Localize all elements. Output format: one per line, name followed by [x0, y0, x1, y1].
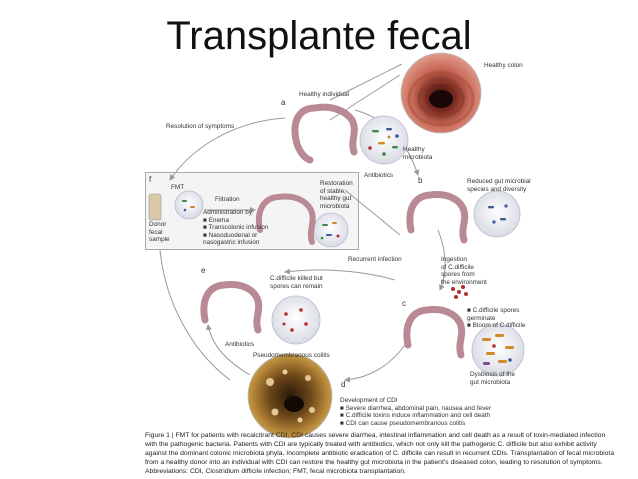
- slide-title: Transplante fecal: [166, 14, 472, 58]
- letter-f: f: [149, 175, 152, 184]
- label-development: Development of CDI ■ Severe diarrhea, ab…: [340, 397, 491, 427]
- colon-treated: [200, 281, 263, 334]
- donor-sample-dish: [174, 190, 204, 220]
- colon-fmt: [256, 193, 316, 245]
- pseudomembranous-photo: [247, 353, 333, 439]
- label-antibiotics-left: Antibiotics: [225, 341, 255, 348]
- letter-d: d: [341, 380, 346, 389]
- figure-caption: Figure 1 | FMT for patients with recalci…: [145, 432, 615, 475]
- fmt-tube: [148, 193, 256, 221]
- reduced-microbiota-dish: [473, 190, 521, 238]
- label-dysbiosis: Dysbiosis of the gut microbiota: [470, 371, 516, 386]
- label-pseudo: Pseudomembranous colitis: [253, 352, 330, 359]
- restoration-dish: [313, 212, 349, 248]
- label-fmt: FMT: [171, 184, 185, 191]
- label-recurrent: Recurrent infection: [348, 256, 402, 263]
- colon-healthy: [291, 103, 358, 164]
- label-healthy-individual: Healthy individual: [299, 91, 350, 98]
- letter-e: e: [201, 266, 206, 275]
- letter-b: b: [418, 176, 423, 185]
- label-healthy-microbiota: Healthy microbiota: [403, 146, 433, 161]
- label-spores-germinate: ■ C.difficile spores germinate ■ Bloom o…: [467, 307, 526, 330]
- healthy-microbiota-dish: [359, 115, 409, 165]
- label-resolution: Resolution of symptoms: [166, 123, 235, 130]
- colon-reduced: [406, 191, 469, 244]
- killed-spores-dish: [271, 295, 321, 345]
- label-antibiotics-top: Antibiotics: [364, 172, 394, 179]
- cycle-arrows: [159, 63, 446, 383]
- healthy-colon-photo: [400, 52, 482, 134]
- spores-cluster: [451, 285, 468, 299]
- label-restoration: Restoration of stable, healthy gut micro…: [320, 180, 353, 210]
- label-donor: Donor fecal sample: [149, 221, 170, 244]
- cdifficile-bloom-dish: [471, 323, 525, 377]
- letter-a: a: [281, 98, 286, 107]
- label-healthy-colon: Healthy colon: [484, 62, 523, 69]
- label-filtration: Filtration: [215, 196, 240, 203]
- letter-c: c: [402, 299, 406, 308]
- label-reduced: Reduced gut microbial species and divers…: [467, 178, 531, 193]
- colon-infected: [403, 306, 466, 359]
- label-ingestion: Ingestion of C.difficile spores from the…: [441, 256, 487, 286]
- label-administration: Administration by: ■ Enema ■ Transcoloni…: [203, 209, 269, 247]
- label-killed: C.difficile killed but spores can remain: [270, 275, 323, 290]
